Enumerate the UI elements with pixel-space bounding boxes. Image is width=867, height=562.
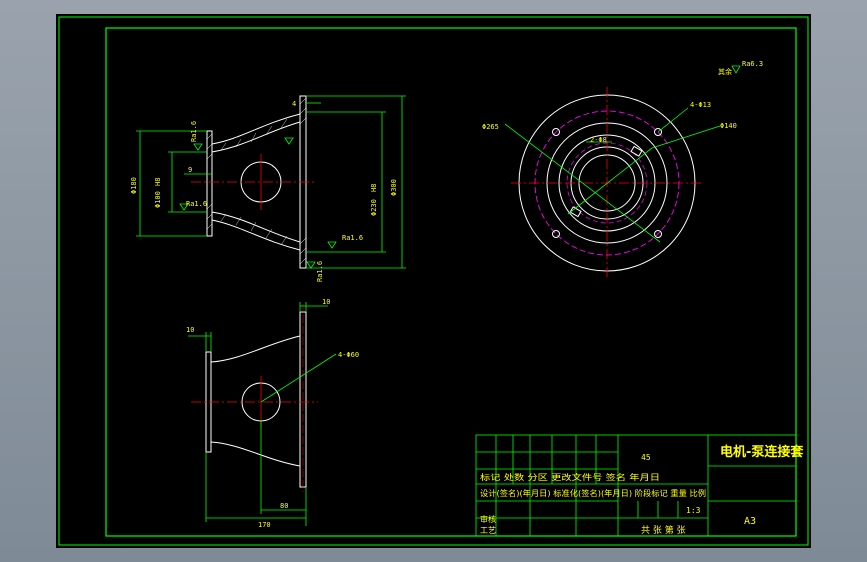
sheet-count: 共 张 第 张 (641, 524, 686, 536)
front-labels: 4 Φ300 Φ230 H8 Φ180 Φ100 H8 9 Ra1.6 Ra1.… (130, 100, 398, 282)
title-block-text: 电机-泵连接套 A3 45 1:3 共 张 第 张 标记 处数 分区 更改文件号… (480, 444, 804, 536)
ra-right-small: Ra1.6 (316, 261, 324, 282)
dim-170: 170 (258, 521, 271, 529)
title-row-1: 标记 处数 分区 更改文件号 签名 年月日 (480, 472, 660, 482)
holes-4-60-label: 4-Φ60 (338, 351, 359, 359)
front-section-view (191, 95, 314, 269)
title-row-2: 设计(签名)(年月日) 标准化(签名)(年月日) 阶段标记 重量 比例 (480, 488, 706, 498)
holes-2-8-label: 2-Φ8 (590, 136, 607, 144)
top-dimensions (188, 302, 337, 526)
quantity: 45 (641, 453, 651, 462)
part-name: 电机-泵连接套 (720, 444, 804, 460)
front-dimensions (136, 65, 741, 269)
dim-10-right: 10 (322, 298, 330, 306)
depth-label: 9 (188, 166, 192, 174)
dim-10-left: 10 (186, 326, 194, 334)
outer-frame (58, 16, 809, 546)
review-label: 审核 (480, 514, 496, 524)
top-view (191, 304, 318, 492)
fit-100-label: H8 (154, 178, 162, 186)
dim-80: 80 (280, 502, 288, 510)
ra-left-top: Ra1.6 (190, 121, 198, 142)
holes-4-13-label: 4-Φ13 (690, 101, 711, 109)
ra-left-bottom: Ra1.6 (186, 200, 207, 208)
dia-300-label: Φ300 (390, 179, 398, 196)
scale: 1:3 (686, 506, 701, 515)
roughness-prefix: 其余 (718, 67, 732, 76)
ra-right: Ra1.6 (342, 234, 363, 242)
fit-230-label: H8 (370, 184, 378, 192)
inner-frame (105, 27, 797, 537)
drawing-canvas: 4 Φ300 Φ230 H8 Φ180 Φ100 H8 9 Ra1.6 Ra1.… (58, 16, 809, 546)
thickness-label: 4 (292, 100, 296, 108)
dia-265-label: Φ265 (482, 123, 499, 131)
drawing-sheet: 4 Φ300 Φ230 H8 Φ180 Φ100 H8 9 Ra1.6 Ra1.… (56, 14, 811, 548)
top-labels: 4-Φ60 10 10 80 170 (186, 298, 359, 529)
roughness-top-right: Ra6.3 (742, 60, 763, 68)
dia-230-label: Φ230 (370, 199, 378, 216)
process-label: 工艺 (480, 526, 496, 535)
title-block (475, 434, 797, 537)
dia-180-label: Φ180 (130, 177, 138, 194)
dia-140-label: Φ140 (720, 122, 737, 130)
side-leaders (504, 107, 721, 243)
side-labels: Φ265 4-Φ13 Φ140 2-Φ8 Ra6.3 其余 (482, 60, 763, 144)
sheet-size: A3 (744, 516, 756, 527)
dia-100-label: Φ100 (154, 191, 162, 208)
